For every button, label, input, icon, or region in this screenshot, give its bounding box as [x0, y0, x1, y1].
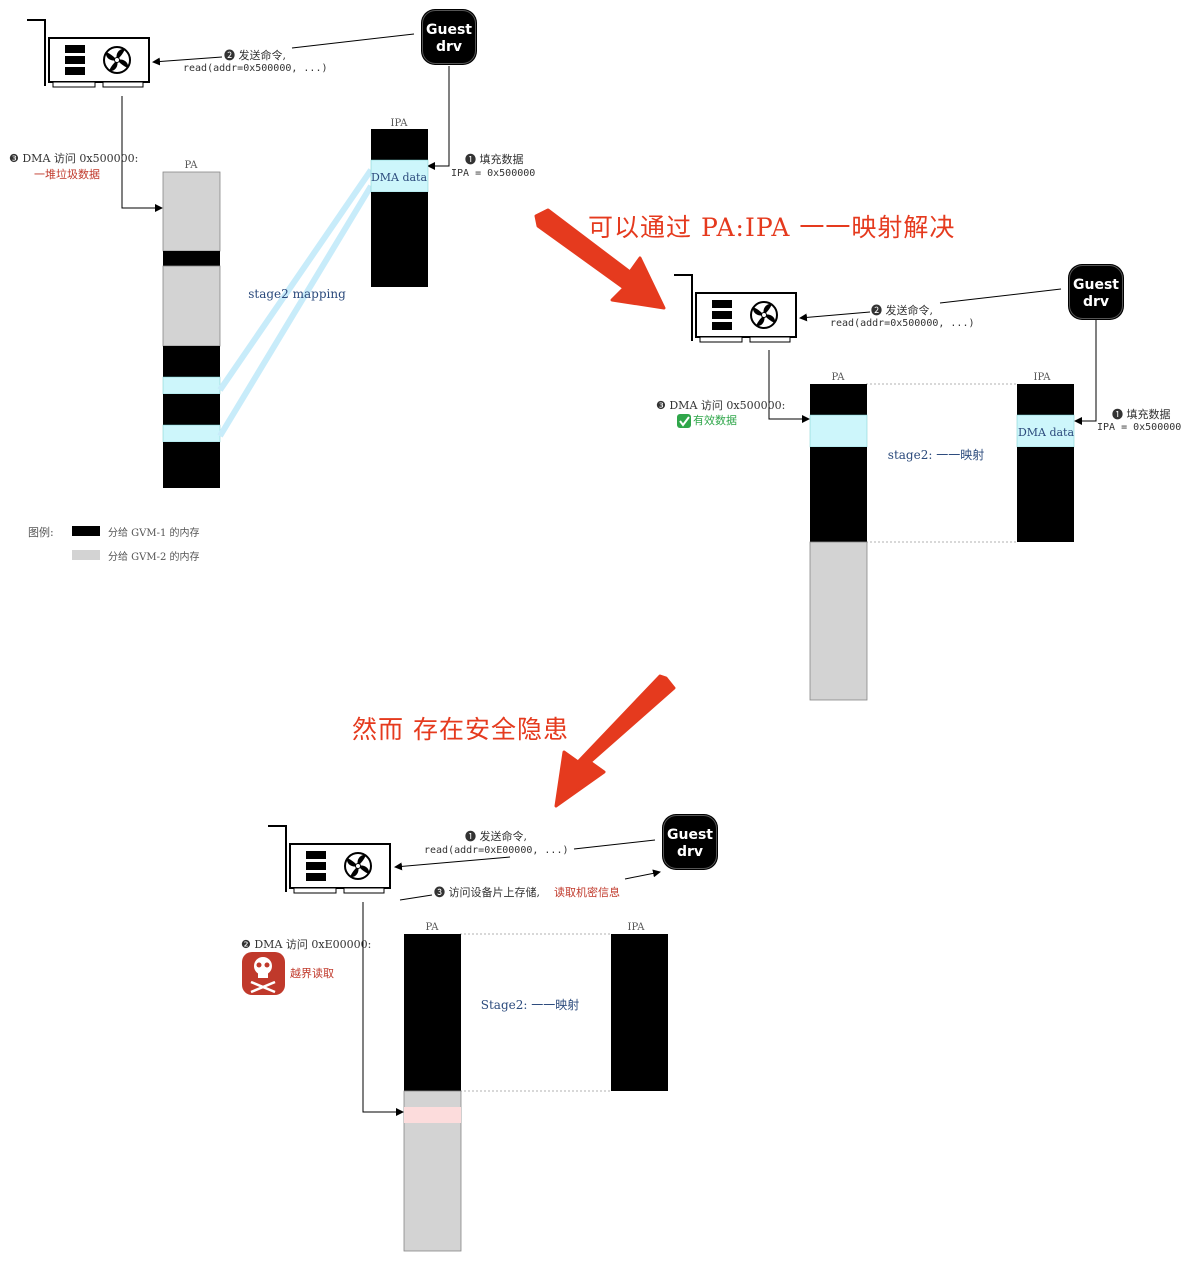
pcie-card-icon: [267, 825, 391, 894]
p1-pa-column: [162, 171, 221, 488]
p1-pa-label: PA: [184, 160, 198, 171]
p3-step3-label: ❸ 访问设备片上存储,: [434, 885, 540, 899]
check-icon: [677, 414, 691, 428]
panel-2: Guest drv ❷ 发送命令, read(addr=0x500000, ..…: [656, 263, 1181, 701]
p3-ipa-column: [611, 934, 668, 1091]
p3-step2-result: 越界读取: [290, 966, 334, 980]
p1-step1-label: ❶ 填充数据: [465, 152, 524, 166]
skull-crossbones-icon: [242, 952, 285, 995]
legend-gvm1: 分给 GVM-1 的内存: [108, 526, 200, 539]
legend-swatch-gvm1: [72, 526, 100, 536]
p2-ipa-label: IPA: [1034, 372, 1052, 383]
p3-mapping-label: Stage2: 一一映射: [481, 997, 579, 1012]
p3-step2-label: ❷ DMA 访问 0xE00000:: [241, 938, 371, 951]
legend-gvm2: 分给 GVM-2 的内存: [108, 550, 200, 563]
guest-drv-badge: Guest drv: [661, 813, 719, 871]
p2-step3-label: ❸ DMA 访问 0x500000:: [656, 399, 785, 412]
svg-text:Guest: Guest: [1073, 277, 1119, 293]
p2-step1-label: ❶ 填充数据: [1112, 407, 1171, 421]
p2-mapping-label: stage2: 一一映射: [888, 447, 984, 462]
panel-3: Guest drv ❶ 发送命令, read(addr=0xE00000, ..…: [241, 813, 719, 1252]
p3-step1-label: ❶ 发送命令,: [465, 829, 527, 843]
p1-mapping-label: stage2 mapping: [248, 287, 346, 301]
p1-step2-label: ❷ 发送命令,: [224, 48, 286, 62]
p1-step2-cmd: read(addr=0x500000, ...): [183, 63, 328, 74]
pcie-card-icon: [26, 19, 150, 88]
p1-step3-label: ❸ DMA 访问 0x500000:: [9, 152, 138, 165]
red-arrow-1: [534, 208, 666, 310]
p2-pa-label: PA: [831, 372, 845, 383]
p1-step3-result: 一堆垃圾数据: [34, 167, 100, 181]
p1-ipa-label: IPA: [391, 118, 409, 129]
p1-step1-ipa: IPA = 0x500000: [451, 168, 535, 179]
panel-1: Guest drv ❷ 发送命令, read(addr=0x500000, ..…: [9, 8, 535, 563]
guest-drv-badge: Guest drv: [1067, 263, 1125, 321]
svg-text:drv: drv: [677, 844, 703, 860]
p2-dma-data: DMA data: [1018, 426, 1075, 439]
annotation-2: 然而 存在安全隐患: [352, 715, 569, 744]
guest-drv-badge: Guest drv: [420, 8, 478, 66]
p2-step2-label: ❷ 发送命令,: [871, 303, 933, 317]
p2-ipa-column: [1016, 384, 1075, 542]
red-arrow-2: [554, 674, 676, 808]
p3-ipa-label: IPA: [628, 922, 646, 933]
svg-text:Guest: Guest: [667, 827, 713, 843]
p3-pa-label: PA: [425, 922, 439, 933]
p1-dma-data: DMA data: [371, 171, 428, 184]
p1-stage2-mapping-lines: [217, 168, 374, 438]
legend-swatch-gvm2: [72, 550, 100, 560]
guest-drv-line2: drv: [436, 39, 462, 55]
p2-step2-cmd: read(addr=0x500000, ...): [830, 318, 975, 329]
p3-pa-column: [403, 934, 462, 1252]
p2-step3-result: 有效数据: [693, 413, 737, 427]
p3-step1-cmd: read(addr=0xE00000, ...): [424, 845, 569, 856]
svg-text:drv: drv: [1083, 294, 1109, 310]
pcie-card-icon: [673, 274, 797, 343]
annotation-1: 可以通过 PA:IPA 一一映射解决: [588, 213, 955, 242]
guest-drv-line1: Guest: [426, 22, 472, 38]
p2-step1-ipa: IPA = 0x500000: [1097, 422, 1181, 433]
p2-pa-column: [809, 384, 868, 701]
legend-title: 图例:: [28, 525, 54, 539]
p3-step3-result: 读取机密信息: [554, 885, 620, 899]
legend: 图例: 分给 GVM-1 的内存 分给 GVM-2 的内存: [28, 525, 200, 563]
p3-leak-region: [404, 1107, 461, 1123]
p1-ipa-column: [370, 129, 429, 287]
